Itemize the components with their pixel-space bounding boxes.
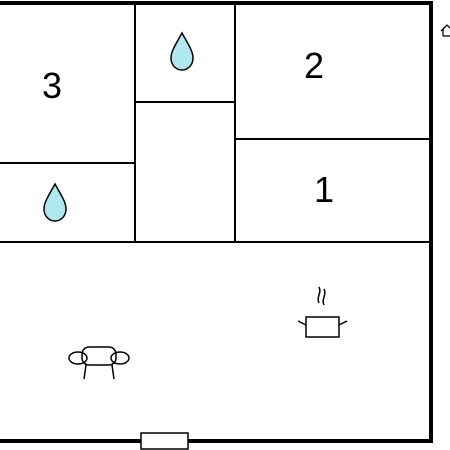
room-label-1: 1 (314, 169, 334, 210)
bathroom-water-drop-icon (170, 31, 194, 71)
shower-water-drop-icon (43, 182, 67, 222)
walls (0, 1, 433, 443)
room-label-2: 2 (304, 45, 324, 86)
cooking-pot-icon (297, 286, 348, 338)
entrance-door (140, 432, 189, 450)
sofa-icon (68, 346, 130, 380)
room-label-3: 3 (42, 65, 62, 106)
house-icon (440, 24, 450, 37)
